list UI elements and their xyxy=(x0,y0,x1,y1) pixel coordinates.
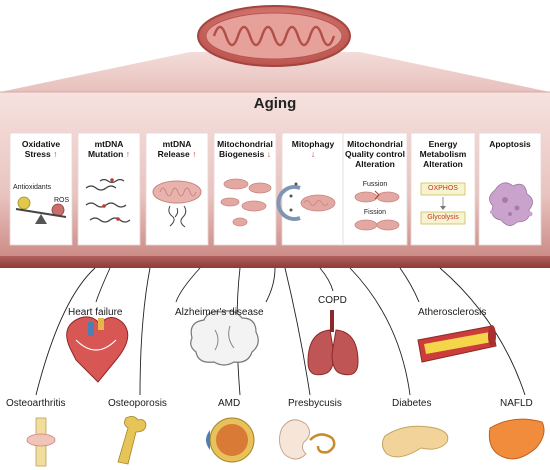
mtdna-release-icon xyxy=(152,180,202,228)
ear-icon xyxy=(278,419,336,460)
pancreas-icon xyxy=(381,425,449,458)
disease-atherosclerosis: Atherosclerosis xyxy=(418,307,487,318)
glycolysis-label: Glycolysis xyxy=(427,214,459,221)
card-mtdna-mutation xyxy=(77,132,141,246)
panel-bottom-bar xyxy=(0,256,550,268)
brain-icon xyxy=(190,310,259,366)
card-title-mtdna-release: mtDNA Release ↑ xyxy=(157,139,197,159)
disease-amd: AMD xyxy=(218,398,241,409)
liver-icon xyxy=(488,418,545,460)
mitochondrion-icon xyxy=(197,5,351,67)
disease-nafld: NAFLD xyxy=(500,398,533,409)
ros-label: ROS xyxy=(54,197,70,204)
disease-presbycusis: Presbycusis xyxy=(288,398,342,409)
card-title-quality-control: Mitochondrial Quality control Alteration xyxy=(345,139,405,169)
fission-label: Fission xyxy=(363,209,387,216)
card-oxidative xyxy=(9,132,73,246)
card-title-oxidative: Oxidative Stress ↑ xyxy=(21,139,61,159)
fussion-label: Fussion xyxy=(362,181,388,188)
apoptosis-icon xyxy=(489,182,533,226)
disease-diabetes: Diabetes xyxy=(392,398,432,409)
eye-icon xyxy=(206,417,255,463)
roof-panel xyxy=(0,52,550,92)
lungs-icon xyxy=(307,310,359,376)
artery-icon xyxy=(417,325,497,363)
card-title-mtdna-mutation: mtDNA Mutation ↑ xyxy=(87,139,131,159)
disease-osteoarthritis: Osteoarthritis xyxy=(6,398,66,409)
mechanism-cards xyxy=(9,132,542,246)
antioxidants-label: Antioxidants xyxy=(13,184,52,191)
disease-alzheimers: Alzheimer's disease xyxy=(175,307,264,318)
oxphos-label: OXPHOS xyxy=(428,185,458,192)
mtdna-mutation-icon xyxy=(85,178,131,223)
quality-control-icon xyxy=(354,190,400,231)
mitophagy-icon xyxy=(276,182,336,221)
oxphos-box xyxy=(420,182,466,196)
heart-icon xyxy=(66,316,129,383)
biogenesis-icon xyxy=(220,178,272,227)
knee-icon xyxy=(26,417,56,467)
glycolysis-box xyxy=(420,211,466,225)
card-title-mitophagy: Mitophagy ↓ xyxy=(291,139,335,159)
seesaw-icon xyxy=(15,196,67,224)
disease-heart-failure: Heart failure xyxy=(68,307,123,318)
card-title-apoptosis: Apoptosis xyxy=(489,139,531,149)
disease-osteoporosis: Osteoporosis xyxy=(108,398,167,409)
femur-icon xyxy=(117,416,147,465)
card-title-biogenesis: Mitochondrial Biogenesis ↓ xyxy=(217,139,273,159)
card-title-energy: Energy Metabolism Alteration xyxy=(419,139,467,169)
disease-copd: COPD xyxy=(318,295,347,306)
page-title: Aging xyxy=(253,95,297,112)
